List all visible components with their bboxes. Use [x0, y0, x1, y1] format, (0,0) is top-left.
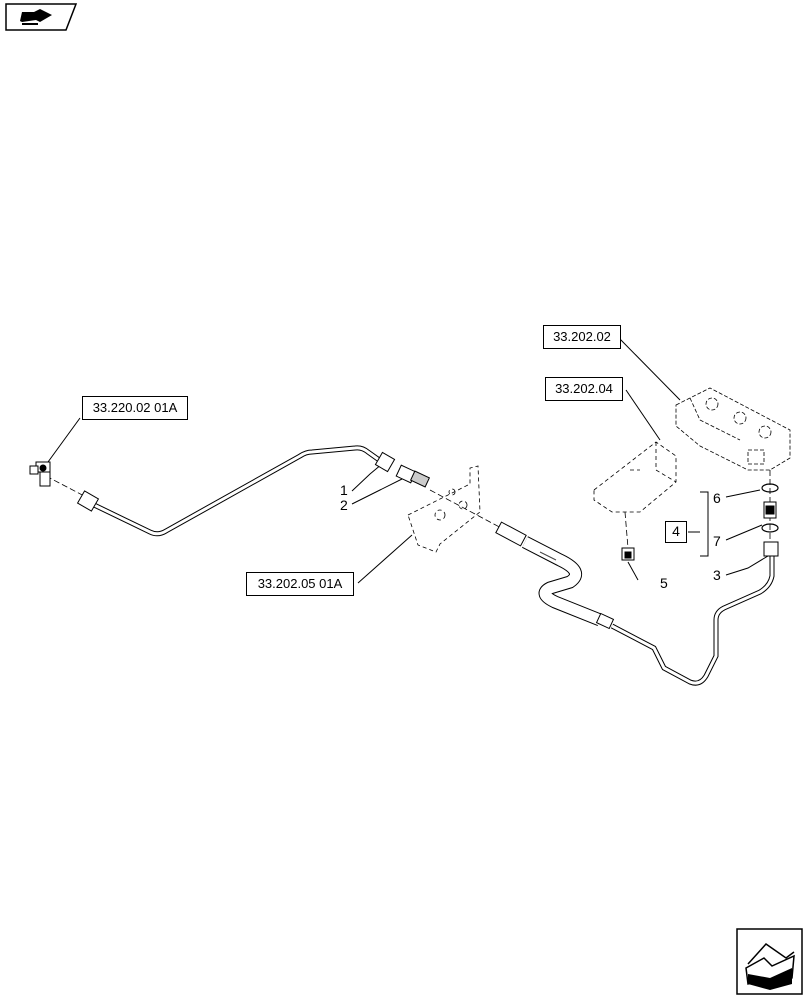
hose-assembly	[495, 521, 615, 630]
valve-bracket	[593, 441, 677, 513]
callout-4-box: 4	[665, 521, 687, 543]
pressure-switch	[621, 547, 635, 561]
next-page-arrow-icon[interactable]	[736, 928, 803, 995]
union-fitting	[763, 501, 777, 519]
callout-7: 7	[713, 533, 721, 549]
ref-box-33-202-05-01a[interactable]: 33.202.05 01A	[246, 572, 354, 596]
control-valve	[675, 387, 791, 471]
o-ring-lower	[761, 523, 779, 533]
ref-box-33-202-04[interactable]: 33.202.04	[545, 377, 623, 401]
brake-pipe-left	[76, 445, 396, 537]
ref-box-33-202-02[interactable]: 33.202.02	[543, 325, 621, 349]
book-arrow-icon[interactable]	[5, 3, 78, 31]
ref-box-33-220-02-01a[interactable]: 33.220.02 01A	[82, 396, 188, 420]
tee-fitting	[29, 461, 51, 487]
adapter-fitting	[395, 464, 431, 488]
bracket-plate	[407, 465, 481, 553]
callout-3: 3	[713, 567, 721, 583]
callout-2: 2	[340, 497, 348, 513]
o-ring-upper	[761, 483, 779, 493]
callout-5: 5	[660, 575, 668, 591]
brake-pipe-right	[610, 541, 779, 686]
callout-6: 6	[713, 490, 721, 506]
callout-1: 1	[340, 482, 348, 498]
